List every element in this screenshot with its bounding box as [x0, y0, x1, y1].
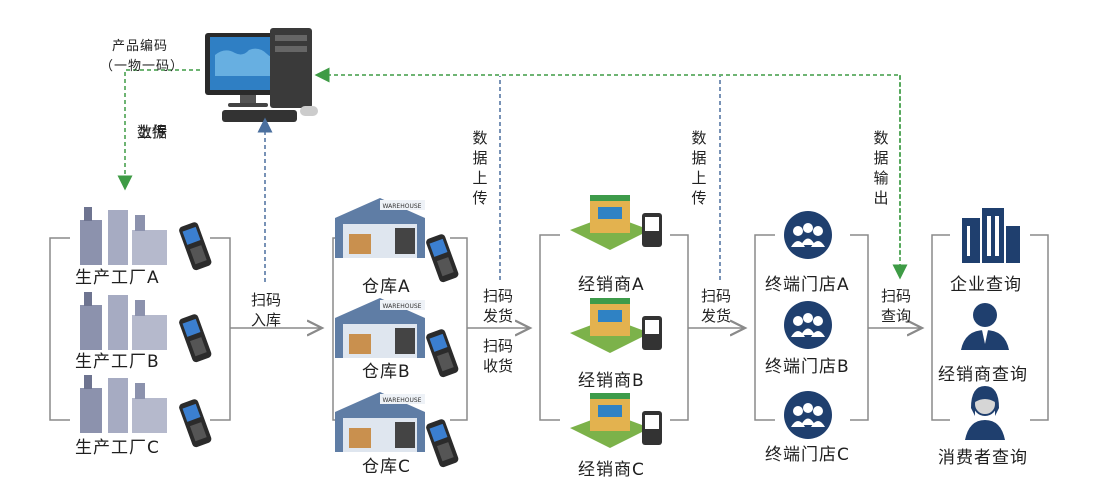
flow-label-scan-ship-2: 扫码发货 — [700, 287, 731, 325]
warehouse-label-a: 仓库A — [362, 277, 411, 297]
factory-icons — [80, 207, 167, 433]
factory-label-c: 生产工厂C — [75, 438, 160, 458]
scanner-icon — [179, 222, 212, 271]
warehouse-icon: WAREHOUSE — [335, 392, 425, 452]
shop-icon — [570, 195, 662, 250]
distributor-label-b: 经销商B — [578, 371, 645, 391]
warehouse-sign: WAREHOUSE — [383, 397, 422, 404]
arrow-code-to-factory — [117, 69, 200, 191]
store-icons — [784, 211, 832, 439]
warehouse-icons: WAREHOUSE WAREHOUSE WAREHOUSE — [335, 198, 425, 452]
scanner-icon — [179, 314, 212, 363]
consumer-woman-icon — [965, 386, 1005, 440]
building-icon — [962, 208, 1020, 263]
factory-label-a: 生产工厂A — [75, 268, 160, 288]
factory-label-b: 生产工厂B — [75, 352, 160, 372]
scanner-icon — [179, 399, 212, 448]
businessman-icon — [961, 303, 1009, 350]
query-label-enterprise: 企业查询 — [950, 275, 1022, 295]
warehouse-sign: WAREHOUSE — [383, 303, 422, 310]
factory-icon — [80, 375, 167, 433]
scanner-icons-warehouse — [426, 234, 459, 468]
warehouse-label-b: 仓库B — [362, 362, 411, 382]
distributor-label-a: 经销商A — [578, 275, 645, 295]
upload-label-mid: 数据 上传 — [472, 129, 488, 207]
factory-icon — [80, 207, 167, 265]
group-people-icon — [784, 301, 832, 349]
shop-icon — [570, 393, 662, 448]
warehouse-icon: WAREHOUSE — [335, 298, 425, 358]
product-code-sub-label: （一物一码） — [100, 59, 185, 74]
store-label-a: 终端门店A — [765, 275, 850, 295]
group-people-icon — [784, 211, 832, 259]
flow-label-scan-in: 扫码入库 — [250, 291, 281, 329]
flow-label-scan-receive: 扫码收货 — [482, 337, 513, 375]
group-people-icon — [784, 391, 832, 439]
shop-icon — [570, 298, 662, 353]
product-code-label: 产品编码 — [112, 39, 169, 54]
flow-label-scan-query: 扫码查询 — [880, 287, 911, 325]
distributor-label-c: 经销商C — [578, 460, 645, 480]
scanner-icon — [426, 234, 459, 283]
store-label-c: 终端门店C — [765, 445, 850, 465]
upload-label-right: 数据 上传 — [691, 129, 707, 207]
scanner-icons-factory — [179, 222, 212, 448]
distributor-icons — [570, 195, 662, 448]
query-label-distributor: 经销商查询 — [938, 365, 1028, 385]
query-label-consumer: 消费者查询 — [938, 448, 1028, 468]
computer-icon — [205, 28, 318, 122]
warehouse-icon: WAREHOUSE — [335, 198, 425, 258]
scanner-icon — [426, 329, 459, 378]
flow-label-scan-ship: 扫码发货 — [482, 287, 513, 325]
factory-icon — [80, 292, 167, 350]
output-label: 数据 输出 — [873, 129, 889, 207]
warehouse-label-c: 仓库C — [362, 457, 411, 477]
store-label-b: 终端门店B — [765, 357, 850, 377]
warehouse-sign: WAREHOUSE — [383, 203, 422, 210]
scanner-icon — [426, 419, 459, 468]
